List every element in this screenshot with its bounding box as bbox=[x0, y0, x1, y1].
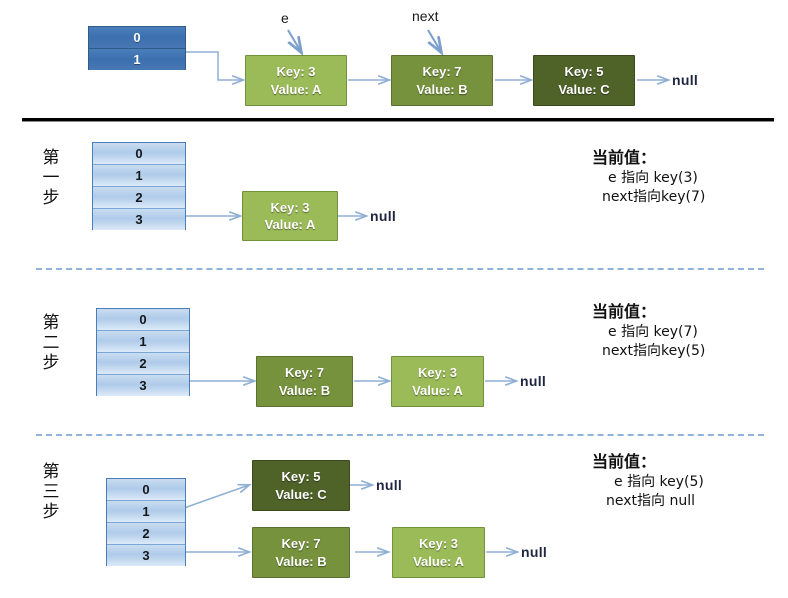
node-key: Key: 7 bbox=[422, 64, 462, 80]
e-pointer-label: e bbox=[281, 10, 289, 26]
bucket-cell: 2 bbox=[107, 523, 185, 545]
step3-node-key7: Key: 7 Value: B bbox=[252, 527, 350, 578]
bucket-cell: 3 bbox=[107, 545, 185, 566]
bucket-cell: 2 bbox=[93, 187, 185, 209]
step-char: 第 bbox=[42, 313, 60, 333]
step-char: 第 bbox=[42, 148, 60, 168]
node-key: Key: 3 bbox=[417, 365, 458, 381]
bucket-cell: 0 bbox=[107, 479, 185, 501]
node-key3: Key: 3 Value: A bbox=[245, 55, 347, 106]
step2-node-key3: Key: 3 Value: A bbox=[391, 356, 484, 407]
step-label-3: 第 三 步 bbox=[40, 462, 62, 522]
bucket-cell: 0 bbox=[93, 143, 185, 165]
bucket-cell: 1 bbox=[93, 165, 185, 187]
note-line: e 指向 key(7) bbox=[608, 324, 698, 340]
next-pointer-arrow bbox=[427, 29, 441, 52]
node-value: Value: A bbox=[264, 217, 316, 232]
step2-bucket-table: 0 1 2 3 bbox=[96, 308, 190, 396]
bucket-cell: 2 bbox=[97, 353, 189, 375]
step2-node-key7: Key: 7 Value: B bbox=[256, 356, 353, 407]
step-char: 三 bbox=[42, 482, 60, 503]
node-key: Key: 3 bbox=[418, 536, 459, 552]
bucket-cell: 3 bbox=[93, 209, 185, 230]
node-key: Key: 7 bbox=[284, 365, 325, 381]
step3-bucket-table: 0 1 2 3 bbox=[106, 478, 186, 566]
step-label-2: 第 二 步 bbox=[40, 313, 62, 373]
top-bucket-table: 0 1 bbox=[88, 26, 186, 70]
step3-node-key3: Key: 3 Value: A bbox=[392, 527, 485, 578]
null-label: null bbox=[672, 72, 699, 88]
bucket-cell: 1 bbox=[107, 501, 185, 523]
step1-node-key3: Key: 3 Value: A bbox=[242, 191, 338, 241]
step1-note: 当前值： e 指向 key(3) next指向key(7) bbox=[592, 144, 705, 207]
step-char: 一 bbox=[42, 168, 60, 189]
note-line: e 指向 key(3) bbox=[608, 170, 698, 186]
null-label: null bbox=[376, 477, 403, 493]
bucket-cell: 0 bbox=[89, 27, 185, 49]
bucket-cell: 0 bbox=[97, 309, 189, 331]
null-label: null bbox=[521, 544, 548, 560]
node-value: Value: A bbox=[270, 81, 322, 97]
null-label: null bbox=[370, 208, 397, 224]
step-label-1: 第 一 步 bbox=[40, 148, 62, 208]
note-line: next指向key(5) bbox=[602, 342, 706, 359]
node-key: Key: 5 bbox=[281, 469, 321, 485]
note-line: e 指向 key(5) bbox=[614, 474, 704, 490]
next-pointer-label: next bbox=[412, 8, 439, 24]
section-divider bbox=[22, 118, 774, 122]
node-value: Value: A bbox=[413, 553, 464, 569]
node-key: Key: 5 bbox=[564, 64, 604, 80]
note-title: 当前值： bbox=[592, 302, 657, 321]
step-char: 步 bbox=[42, 188, 60, 209]
step-char: 第 bbox=[42, 462, 60, 482]
note-title: 当前值： bbox=[592, 452, 657, 471]
node-value: Value: C bbox=[275, 486, 327, 502]
step-divider-2 bbox=[36, 434, 764, 436]
step3-note: 当前值： e 指向 key(5) next指向 null bbox=[592, 448, 704, 511]
step-divider-1 bbox=[36, 268, 764, 270]
node-value: Value: C bbox=[558, 81, 610, 97]
null-label: null bbox=[520, 373, 547, 389]
node-key7: Key: 7 Value: B bbox=[391, 55, 493, 106]
bucket-cell: 3 bbox=[97, 375, 189, 396]
e-pointer-arrow bbox=[287, 29, 301, 52]
note-line: next指向key(7) bbox=[602, 188, 706, 205]
node-key: Key: 7 bbox=[281, 536, 321, 552]
node-value: Value: B bbox=[275, 553, 327, 569]
step-char: 步 bbox=[42, 502, 60, 523]
step3-node-key5: Key: 5 Value: C bbox=[252, 460, 350, 511]
bucket-cell: 1 bbox=[89, 49, 185, 70]
node-value: Value: A bbox=[412, 382, 463, 398]
step-char: 步 bbox=[42, 353, 60, 374]
node-key5: Key: 5 Value: C bbox=[533, 55, 635, 106]
bucket-cell: 1 bbox=[97, 331, 189, 353]
node-value: Value: B bbox=[416, 81, 468, 97]
node-value: Value: B bbox=[278, 382, 331, 398]
node-key: Key: 3 bbox=[270, 199, 310, 215]
note-title: 当前值： bbox=[592, 148, 657, 167]
step1-bucket-table: 0 1 2 3 bbox=[92, 142, 186, 230]
step-char: 二 bbox=[42, 333, 60, 354]
step2-note: 当前值： e 指向 key(7) next指向key(5) bbox=[592, 298, 705, 361]
note-line: next指向 null bbox=[606, 492, 695, 509]
node-key: Key: 3 bbox=[276, 64, 316, 80]
